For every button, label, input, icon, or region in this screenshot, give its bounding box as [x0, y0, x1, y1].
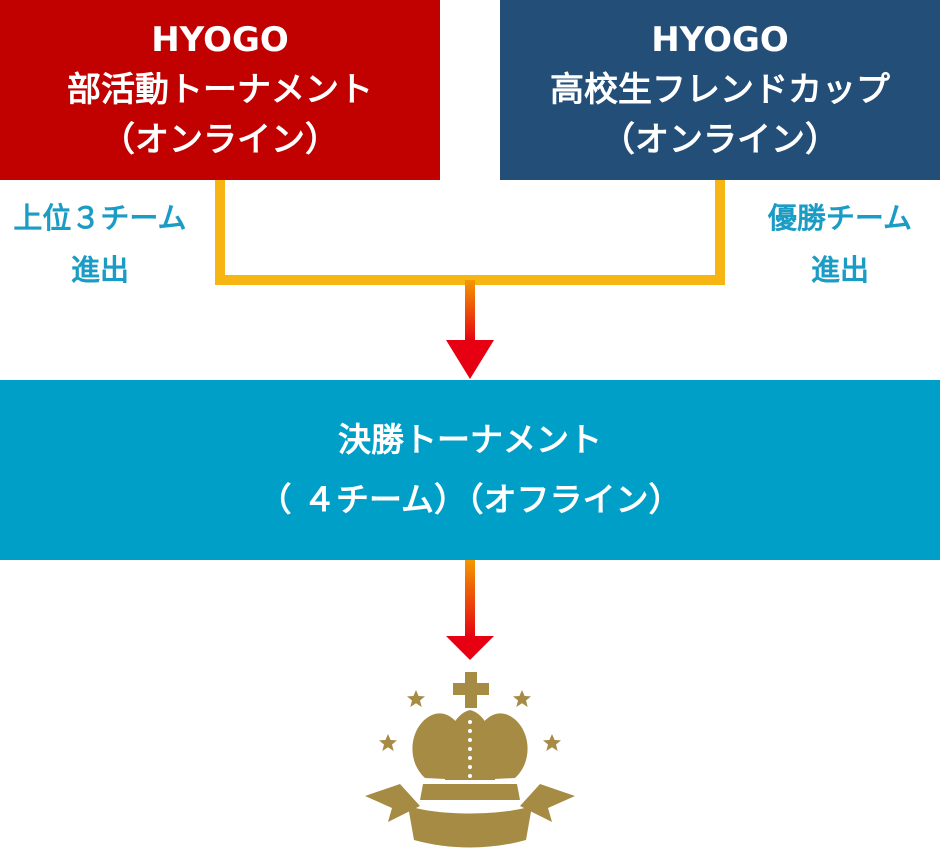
- box-subtitle-line: （オンライン）: [601, 120, 839, 160]
- hyogo-club-tournament-box: HYOGO 部活動トーナメント （オンライン）: [0, 0, 440, 180]
- star-icon: [407, 690, 425, 707]
- star-icon: [543, 734, 561, 751]
- label-line: 進出: [70, 253, 129, 287]
- box-title-line: HYOGO: [151, 20, 289, 60]
- top-three-advance-label: 上位３チーム 進出: [0, 192, 200, 296]
- winner-advance-label: 優勝チーム 進出: [740, 192, 940, 296]
- final-tournament-box: 決勝トーナメント （ ４チーム）（オフライン）: [0, 380, 940, 560]
- connector-line: [215, 180, 725, 285]
- label-line: 進出: [810, 253, 869, 287]
- star-icon: [379, 734, 397, 751]
- star-icon: [513, 690, 531, 707]
- label-line: 上位３チーム: [13, 201, 187, 235]
- down-arrow-icon: [446, 280, 494, 379]
- box-title-line: 高校生フレンドカップ: [550, 70, 890, 110]
- box-subtitle-line: （ ４チーム）（オフライン）: [258, 480, 682, 519]
- box-title-line: HYOGO: [651, 20, 789, 60]
- box-title-line: 決勝トーナメント: [338, 420, 602, 459]
- down-arrow-icon: [446, 560, 494, 660]
- box-subtitle-line: （オンライン）: [101, 120, 339, 160]
- crown-icon: [365, 672, 575, 848]
- hyogo-friend-cup-box: HYOGO 高校生フレンドカップ （オンライン）: [500, 0, 940, 180]
- box-title-line: 部活動トーナメント: [67, 70, 373, 110]
- label-line: 優勝チーム: [767, 201, 913, 235]
